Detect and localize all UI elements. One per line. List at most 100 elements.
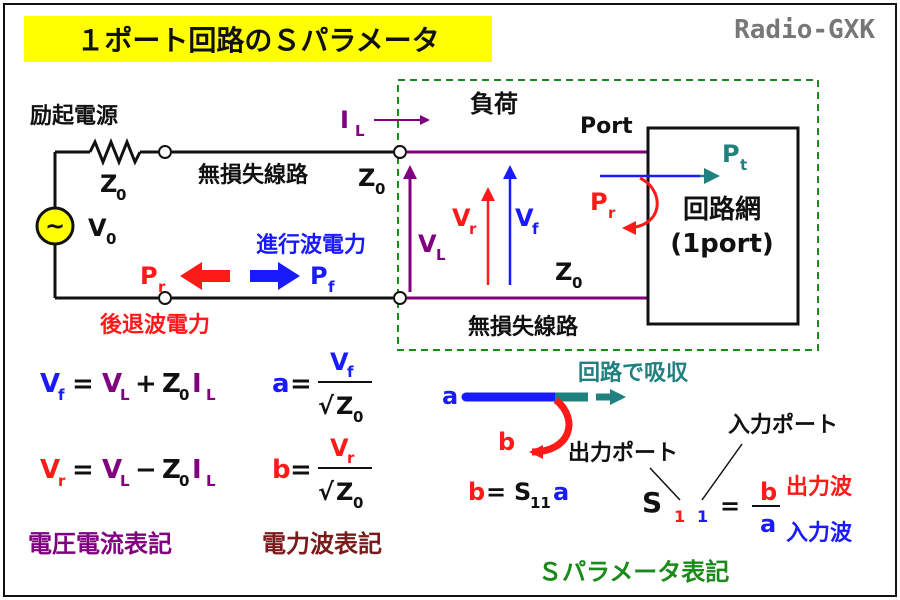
svg-text:√: √	[318, 392, 335, 420]
load-voltage-sub: L	[436, 246, 446, 264]
svg-text:V: V	[40, 369, 60, 399]
source-impedance-sub: 0	[116, 186, 126, 204]
equation-s11: b = S 11 a	[468, 478, 569, 512]
equation-vr: V r = V L − Z 0 I L	[40, 455, 216, 490]
forward-power-p: P	[310, 262, 328, 290]
svg-text:=: =	[290, 369, 312, 399]
svg-text:0: 0	[353, 494, 363, 512]
svg-text:=: =	[720, 492, 740, 520]
load-voltage-v: V	[418, 230, 437, 258]
vi-notation-label: 電圧電流表記	[28, 530, 172, 558]
forward-power-arrow	[250, 262, 300, 290]
absorbed-label: 回路で吸収	[578, 360, 689, 386]
svg-text:r: r	[58, 472, 66, 490]
svg-text:S: S	[642, 486, 662, 519]
svg-text:√: √	[318, 478, 335, 506]
equation-b: b = V r √ Z 0	[272, 434, 372, 512]
svg-text:b: b	[272, 455, 291, 485]
forward-power-sub: f	[328, 278, 335, 296]
forward-power-label: 進行波電力	[256, 232, 366, 258]
equation-s-ratio: S 1 1 = b a	[642, 478, 780, 538]
svg-text:Z: Z	[162, 455, 181, 485]
svg-text:=: =	[290, 455, 312, 485]
output-wave-label: 出力波	[786, 475, 853, 500]
svg-text:V: V	[102, 455, 122, 485]
incident-wave-a: a	[442, 382, 458, 410]
load-line	[407, 150, 648, 300]
transmitted-power-p: P	[722, 140, 740, 168]
brand-label: Radio-GXK	[734, 15, 875, 45]
svg-text:+: +	[135, 369, 157, 399]
reflected-power-p: P	[590, 188, 608, 216]
terminals	[158, 145, 407, 305]
load-region	[397, 79, 819, 351]
input-port-label: 入力ポート	[728, 412, 838, 438]
reflected-voltage-v: V	[452, 204, 471, 232]
source-voltage-v: V	[88, 214, 107, 242]
s-notation-label: Ｓパラメータ表記	[538, 558, 729, 586]
reflected-power-arrow	[622, 176, 659, 235]
line-top-label: 無損失線路	[198, 162, 309, 188]
input-port-leader	[701, 443, 743, 501]
ac-source-icon	[35, 206, 75, 246]
output-port-label: 出力ポート	[568, 440, 678, 466]
equation-vf: V f = V L + Z 0 I L	[40, 369, 216, 404]
forward-voltage-v: V	[515, 204, 534, 232]
reverse-power-p: P	[140, 262, 158, 290]
reflected-voltage-sub: r	[469, 220, 477, 238]
reverse-power-arrow	[180, 262, 230, 290]
svg-text:Z: Z	[336, 478, 353, 506]
svg-text:L: L	[120, 472, 130, 490]
svg-text:a: a	[553, 478, 569, 506]
reflected-power-sub: r	[608, 204, 616, 222]
svg-text:b: b	[468, 478, 485, 506]
outer-frame	[3, 3, 897, 597]
svg-text:V: V	[102, 369, 122, 399]
svg-text:0: 0	[353, 408, 363, 426]
equation-a: a = V f √ Z 0	[272, 348, 372, 426]
network-label: 回路網	[683, 194, 761, 225]
current-sub: L	[355, 122, 365, 140]
input-wave-label: 入力波	[786, 521, 853, 546]
svg-text:=: =	[72, 369, 94, 399]
reverse-power-label: 後退波電力	[100, 312, 210, 338]
svg-text:f: f	[347, 363, 354, 381]
svg-text:L: L	[206, 386, 216, 404]
svg-text:Z: Z	[162, 369, 181, 399]
line-impedance-z: Z	[358, 164, 375, 192]
svg-text:1: 1	[674, 507, 685, 526]
load-line-impedance-sub: 0	[572, 274, 582, 292]
output-port-leader	[649, 467, 681, 501]
load-label: 負荷	[470, 90, 518, 118]
svg-text:a: a	[760, 510, 776, 538]
svg-text:f: f	[58, 386, 65, 404]
svg-text:I: I	[192, 455, 202, 485]
svg-text:L: L	[120, 386, 130, 404]
reflected-wave-arrow	[529, 397, 573, 459]
line-impedance-sub: 0	[375, 180, 385, 198]
source-impedance-z: Z	[100, 170, 117, 198]
transmitted-power-sub: t	[740, 156, 747, 174]
svg-text:V: V	[330, 434, 349, 462]
source-voltage-sub: 0	[106, 230, 116, 248]
svg-text:11: 11	[530, 494, 551, 512]
svg-text:−: −	[135, 455, 157, 485]
reflected-wave-b: b	[498, 428, 515, 456]
svg-text:L: L	[206, 472, 216, 490]
svg-text:r: r	[347, 449, 355, 467]
svg-text:I: I	[192, 369, 202, 399]
svg-text:V: V	[330, 348, 349, 376]
ac-source-tilde: ~	[45, 212, 65, 240]
svg-text:=: =	[486, 478, 506, 506]
svg-text:0: 0	[179, 386, 189, 404]
load-line-impedance-z: Z	[555, 258, 572, 286]
page-title: １ポート回路のＳパラメータ	[76, 24, 439, 57]
network-port-count: (1port)	[670, 229, 774, 259]
power-wave-notation-label: 電力波表記	[262, 530, 382, 558]
source-label: 励起電源	[30, 104, 118, 129]
svg-text:Z: Z	[336, 392, 353, 420]
svg-text:b: b	[760, 478, 777, 506]
line-bottom-label: 無損失線路	[468, 314, 579, 340]
